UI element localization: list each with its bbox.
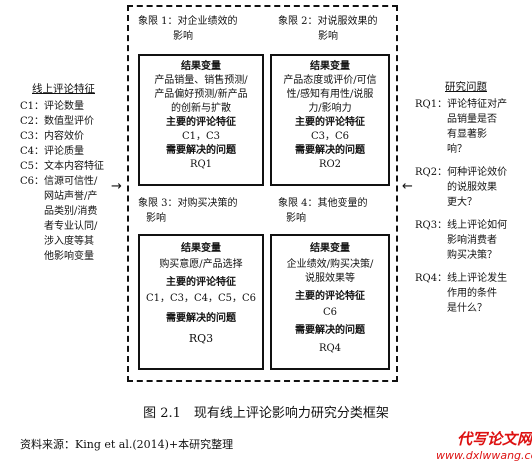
result-line: 购买意愿/产品选择 [159,259,243,270]
question-item: 更大？ [447,197,477,208]
quadrant-2-label: 象限 2：对说服效果的 影响 [278,16,378,42]
question-item: RQ2：何种评论效价 [415,167,508,178]
problem-heading: 需要解决的问题 [166,313,236,324]
figure-source: 资料来源：King et al.(2014)+本研究整理 [20,438,234,451]
framework-dashed-border [127,5,398,382]
quadrant-3-label: 象限 3：对购买决策的 影响 [138,198,238,224]
result-heading: 结果变量 [181,243,221,254]
feature-item: C6：信源可信性/ [20,176,98,187]
feature-item: 涉入度等其 [44,236,94,247]
left-panel-title: 线上评论特征 [32,83,95,95]
problem-heading: 需要解决的问题 [295,145,365,156]
question-item: RQ3：线上评论如何 [415,220,508,231]
problem-heading: 需要解决的问题 [295,325,365,336]
result-line: 力/影响力 [308,103,352,114]
result-line: 产品偏好预测/新产品 [154,89,248,100]
figure-caption: 图 2.1 现有线上评论影响力研究分类框架 [143,406,389,421]
question-item: 是什么？ [447,303,487,314]
right-panel-title: 研究问题 [445,81,487,93]
watermark-url: www.dxlwwang.com [436,449,532,462]
feature-list: C1，C3 [181,131,221,142]
problem-heading: 需要解决的问题 [166,145,236,156]
question-item: RQ1：评论特征对产 [415,99,508,110]
result-heading: 结果变量 [181,61,221,72]
result-line: 产品态度或评价/可信 [283,75,377,86]
question-item: 品销量是否 [447,114,497,125]
question-item: 的说服效果 [447,182,497,193]
feature-list: C6 [322,307,337,318]
result-line: 产品销量、销售预测/ [154,75,248,86]
quadrant-1-label: 象限 1：对企业绩效的 影响 [138,16,238,42]
feature-item: 者专业认同/ [44,221,98,232]
quadrant-3-box: 结果变量 购买意愿/产品选择 主要的评论特征 C1，C3，C4，C5，C6 需要… [138,234,264,370]
problem-code: RQ1 [189,159,213,170]
quadrant-2-box: 结果变量 产品态度或评价/可信 性/感知有用性/说服 力/影响力 主要的评论特征… [270,54,390,186]
quadrant-1-box: 结果变量 产品销量、销售预测/ 产品偏好预测/新产品 的创新与扩散 主要的评论特… [138,54,264,186]
problem-code: RQ3 [188,332,214,345]
watermark-logo: 代写论文网 www.dxlwwang.com [436,428,532,462]
question-item: 作用的条件 [447,288,497,299]
result-heading: 结果变量 [310,61,350,72]
feature-item: C4：评论质量 [20,146,85,157]
feature-item: C1：评论数量 [20,101,85,112]
result-line: 性/感知有用性/说服 [286,89,374,100]
problem-code: RQ4 [318,343,342,354]
result-line: 企业绩效/购买决策/ [286,259,374,270]
right-panel-research-questions: 研究问题 RQ1：评论特征对产 品销量是否 有显著影 响？ RQ2：何种评论效价… [415,80,527,316]
quadrant-4-label: 象限 4：其他变量的 影响 [278,198,368,224]
watermark-title: 代写论文网 [456,430,532,448]
feature-item: 他影响变量 [44,251,94,262]
quadrant-4-box: 结果变量 企业绩效/购买决策/ 说服效果等 主要的评论特征 C6 需要解决的问题… [270,234,390,370]
feature-heading: 主要的评论特征 [295,117,365,128]
question-item: RQ4：线上评论发生 [415,273,508,284]
question-item: 响？ [447,144,467,155]
problem-code: RO2 [318,159,342,170]
question-item: 购买决策？ [447,250,497,261]
feature-item: C5：文本内容特征 [20,161,105,172]
feature-item: 网站声誉/产 [44,191,98,202]
result-line: 的创新与扩散 [171,103,231,114]
feature-item: 品类别/消费 [44,206,98,217]
feature-heading: 主要的评论特征 [295,291,365,302]
left-panel-review-features: 线上评论特征 C1：评论数量 C2：数值型评价 C3：内容效价 C4：评论质量 … [20,82,120,264]
arrow-right-icon: → [111,179,122,194]
feature-item: C2：数值型评价 [20,116,95,127]
question-item: 影响消费者 [447,235,497,246]
result-heading: 结果变量 [310,243,350,254]
feature-list: C3，C6 [310,131,350,142]
arrow-left-icon: ← [402,179,413,194]
question-item: 有显著影 [447,129,487,140]
feature-item: C3：内容效价 [20,131,85,142]
feature-list: C1，C3，C4，C5，C6 [145,293,257,304]
result-line: 说服效果等 [305,273,355,284]
feature-heading: 主要的评论特征 [166,117,236,128]
feature-heading: 主要的评论特征 [166,277,236,288]
